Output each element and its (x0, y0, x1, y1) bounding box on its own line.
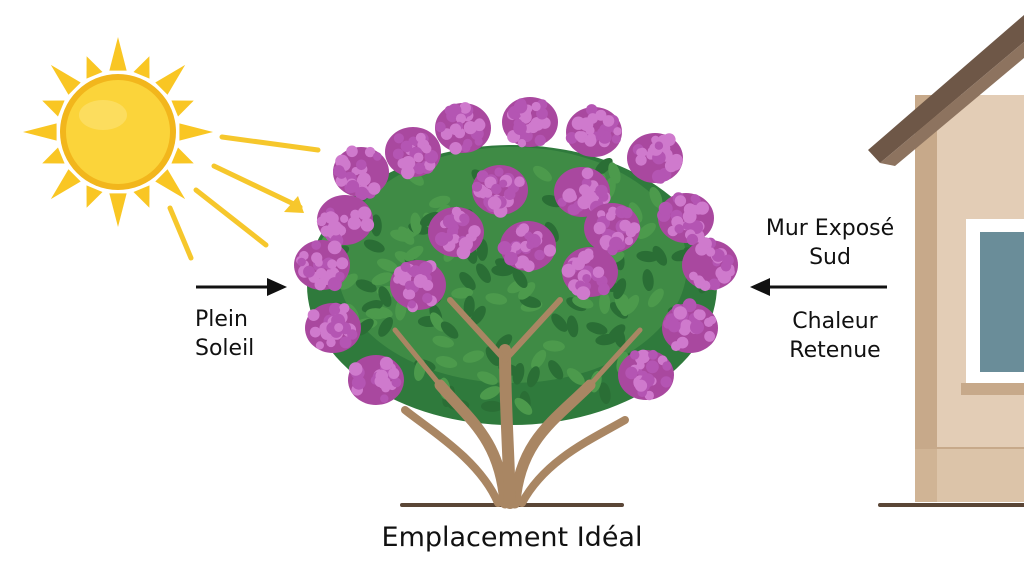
arrow-right-icon (196, 278, 287, 296)
trunk (392, 297, 643, 509)
sunbeams (167, 134, 321, 261)
sun-label-line1: Plein (195, 307, 248, 332)
wall-label-line2: Sud (809, 245, 851, 270)
heat-label-line1: Chaleur (792, 309, 878, 334)
crape-myrtle-shrub (294, 97, 738, 509)
wall-label: Mur Exposé Sud (740, 214, 920, 272)
sunbeam-arrowhead (284, 196, 304, 213)
sun-rays (23, 37, 213, 227)
sun-label: Plein Soleil (195, 305, 254, 363)
diagram-title: Emplacement Idéal (381, 522, 643, 553)
arrow-left-icon (750, 278, 887, 296)
sun-icon (23, 37, 213, 227)
house (868, 15, 1024, 502)
flower-clusters (294, 97, 738, 405)
heat-label: Chaleur Retenue (760, 307, 910, 365)
wall-label-line1: Mur Exposé (765, 216, 895, 241)
heat-label-line2: Retenue (789, 338, 881, 363)
sun-label-line2: Soleil (195, 336, 255, 361)
